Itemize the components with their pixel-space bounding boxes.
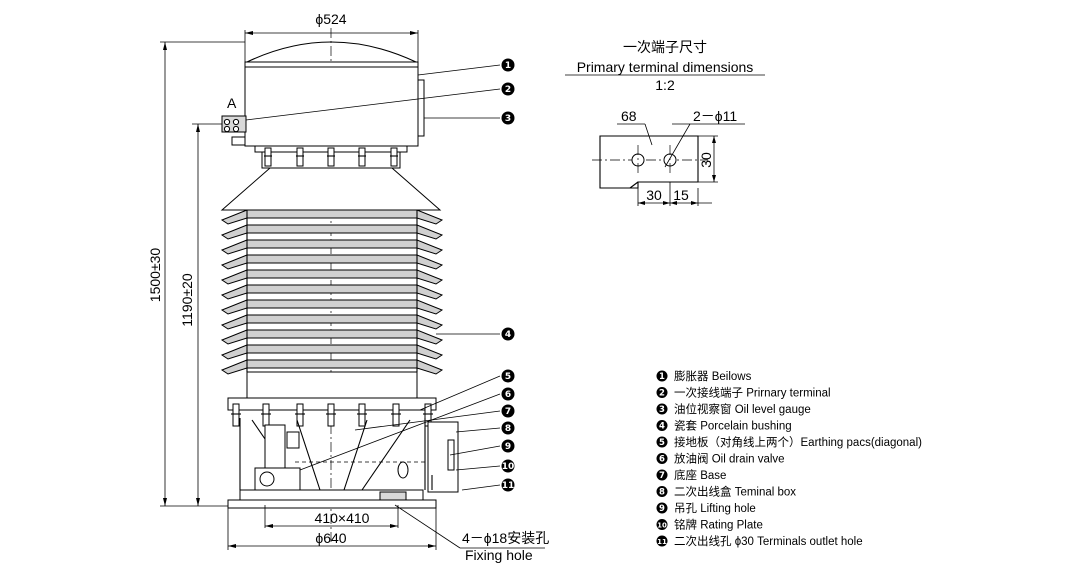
callout-number: 2 bbox=[505, 85, 511, 95]
legend-number: 10 bbox=[657, 522, 667, 530]
legend-text: 放油阀 Oil drain valve bbox=[674, 452, 785, 466]
bellows bbox=[231, 41, 425, 147]
legend-text: 铭牌 Rating Plate bbox=[674, 518, 763, 532]
callout-1: 1 bbox=[417, 58, 515, 76]
callout-3: 3 bbox=[424, 111, 515, 125]
legend-item-3: 3 油位视察窗 Oil level gauge bbox=[656, 402, 811, 416]
legend-item-7: 7 底座 Base bbox=[656, 468, 726, 482]
callout-7: 7 bbox=[354, 404, 515, 431]
legend-number: 4 bbox=[659, 422, 665, 432]
base-diameter-label: ϕ640 bbox=[315, 530, 346, 546]
callout-number: 7 bbox=[505, 407, 511, 417]
legend-bullet bbox=[656, 436, 668, 448]
top-flange bbox=[254, 145, 408, 169]
legend: 1 膨胀器 Beilows 2 一次接线端子 Prirnary terminal 3 油位… bbox=[656, 369, 922, 548]
legend-text: 油位视察窗 Oil level gauge bbox=[674, 402, 811, 416]
legend-bullet bbox=[656, 486, 668, 497]
callout-9: 9 bbox=[449, 439, 515, 456]
legend-number: 5 bbox=[659, 438, 665, 448]
legend-bullet bbox=[656, 519, 668, 530]
callout-number: 3 bbox=[505, 114, 511, 124]
callout-8: 8 bbox=[455, 421, 515, 435]
callout-5: 5 bbox=[419, 369, 515, 411]
height-total-label: 1500±30 bbox=[147, 248, 163, 303]
legend-bullet bbox=[656, 403, 668, 415]
legend-number: 8 bbox=[659, 488, 665, 498]
legend-number: 11 bbox=[657, 538, 667, 546]
view-label-a: A bbox=[227, 95, 237, 111]
callout-6: 6 bbox=[299, 387, 515, 471]
callout-number: 8 bbox=[505, 424, 511, 434]
legend-bullet bbox=[656, 502, 668, 514]
legend-item-10: 10 铭牌 Rating Plate bbox=[656, 518, 763, 532]
height-dimensions: 1500±30 1190±20 bbox=[147, 41, 245, 507]
legend-text: 底座 Base bbox=[674, 468, 726, 482]
legend-item-8: 8 二次出线盒 Teminal box bbox=[656, 485, 796, 499]
legend-bullet bbox=[656, 420, 668, 431]
callout-number: 6 bbox=[505, 390, 511, 400]
legend-number: 1 bbox=[659, 372, 665, 382]
fixing-hole-en: Fixing hole bbox=[465, 547, 533, 563]
legend-item-6: 6 放油阀 Oil drain valve bbox=[656, 452, 785, 466]
detail-dim-30: 30 bbox=[646, 187, 662, 203]
legend-number: 2 bbox=[659, 389, 665, 399]
legend-item-5: 5 接地板（对角线上两个）Earthing pacs(diagonal) bbox=[656, 435, 922, 449]
legend-item-1: 1 膨胀器 Beilows bbox=[656, 369, 752, 383]
base-flange bbox=[227, 397, 437, 427]
legend-item-9: 9 吊孔 Lifting hole bbox=[656, 502, 756, 515]
callout-number: 1 bbox=[505, 61, 511, 71]
legend-text: 吊孔 Lifting hole bbox=[674, 502, 756, 515]
lifting-hole bbox=[397, 461, 409, 479]
callout-11: 11 bbox=[461, 478, 515, 492]
legend-bullet bbox=[656, 387, 668, 398]
height-bushing-label: 1190±20 bbox=[179, 273, 195, 327]
legend-number: 7 bbox=[659, 471, 665, 481]
legend-text: 膨胀器 Beilows bbox=[674, 369, 752, 383]
legend-bullet bbox=[656, 535, 668, 547]
callout-number: 4 bbox=[505, 330, 511, 340]
legend-bullet bbox=[656, 370, 668, 382]
detail-dim-30-vertical: 30 bbox=[698, 152, 714, 168]
legend-number: 3 bbox=[659, 405, 665, 415]
legend-item-4: 4 瓷套 Porcelain bushing bbox=[656, 419, 792, 433]
base-pitch-label: 410×410 bbox=[315, 510, 370, 526]
top-diameter-dimension: ϕ524 bbox=[244, 11, 419, 62]
detail-title-cn: 一次端子尺寸 bbox=[623, 39, 707, 55]
legend-text: 二次出线孔 ϕ30 Terminals outlet hole bbox=[674, 534, 863, 548]
legend-item-2: 2 一次接线端子 Prirnary terminal bbox=[656, 386, 831, 400]
oil-level-window bbox=[417, 79, 425, 137]
callout-number: 11 bbox=[502, 481, 515, 491]
legend-number: 6 bbox=[659, 455, 665, 465]
callout-number: 10 bbox=[502, 462, 515, 472]
detail-dim-holes: 2－ϕ11 bbox=[693, 108, 737, 124]
legend-bullet bbox=[656, 453, 668, 464]
detail-dim-68: 68 bbox=[621, 108, 637, 124]
terminal-plate bbox=[599, 135, 699, 189]
legend-number: 9 bbox=[659, 504, 665, 514]
callout-number: 9 bbox=[505, 442, 511, 452]
legend-text: 接地板（对角线上两个）Earthing pacs(diagonal) bbox=[674, 435, 922, 449]
detail-title-en: Primary terminal dimensions bbox=[577, 59, 754, 75]
callout-10: 10 bbox=[455, 459, 515, 473]
legend-item-11: 11 二次出线孔 ϕ30 Terminals outlet hole bbox=[656, 534, 863, 548]
terminal-detail: 一次端子尺寸 Primary terminal dimensions 1:2 6… bbox=[565, 39, 765, 206]
detail-dim-15: 15 bbox=[673, 187, 689, 203]
legend-text: 一次接线端子 Prirnary terminal bbox=[674, 386, 831, 400]
legend-bullet bbox=[656, 469, 668, 481]
base bbox=[227, 418, 459, 509]
callouts: 1 2 3 4 5 6 7 8 9 10 11 bbox=[245, 58, 515, 492]
legend-text: 二次出线盒 Teminal box bbox=[674, 485, 796, 499]
primary-terminal-side: A bbox=[221, 95, 247, 133]
fixing-hole-cn: 4－ϕ18安装孔 bbox=[462, 530, 549, 546]
porcelain-bushing bbox=[220, 167, 444, 399]
legend-text: 瓷套 Porcelain bushing bbox=[674, 419, 792, 433]
callout-4: 4 bbox=[436, 327, 515, 341]
callout-number: 5 bbox=[505, 372, 511, 382]
bottom-dimensions: 410×410 ϕ640 4－ϕ18安装孔 Fixing hole bbox=[227, 504, 549, 563]
top-diameter-label: ϕ524 bbox=[315, 11, 346, 27]
callout-2: 2 bbox=[245, 82, 515, 121]
detail-scale: 1:2 bbox=[655, 77, 675, 93]
